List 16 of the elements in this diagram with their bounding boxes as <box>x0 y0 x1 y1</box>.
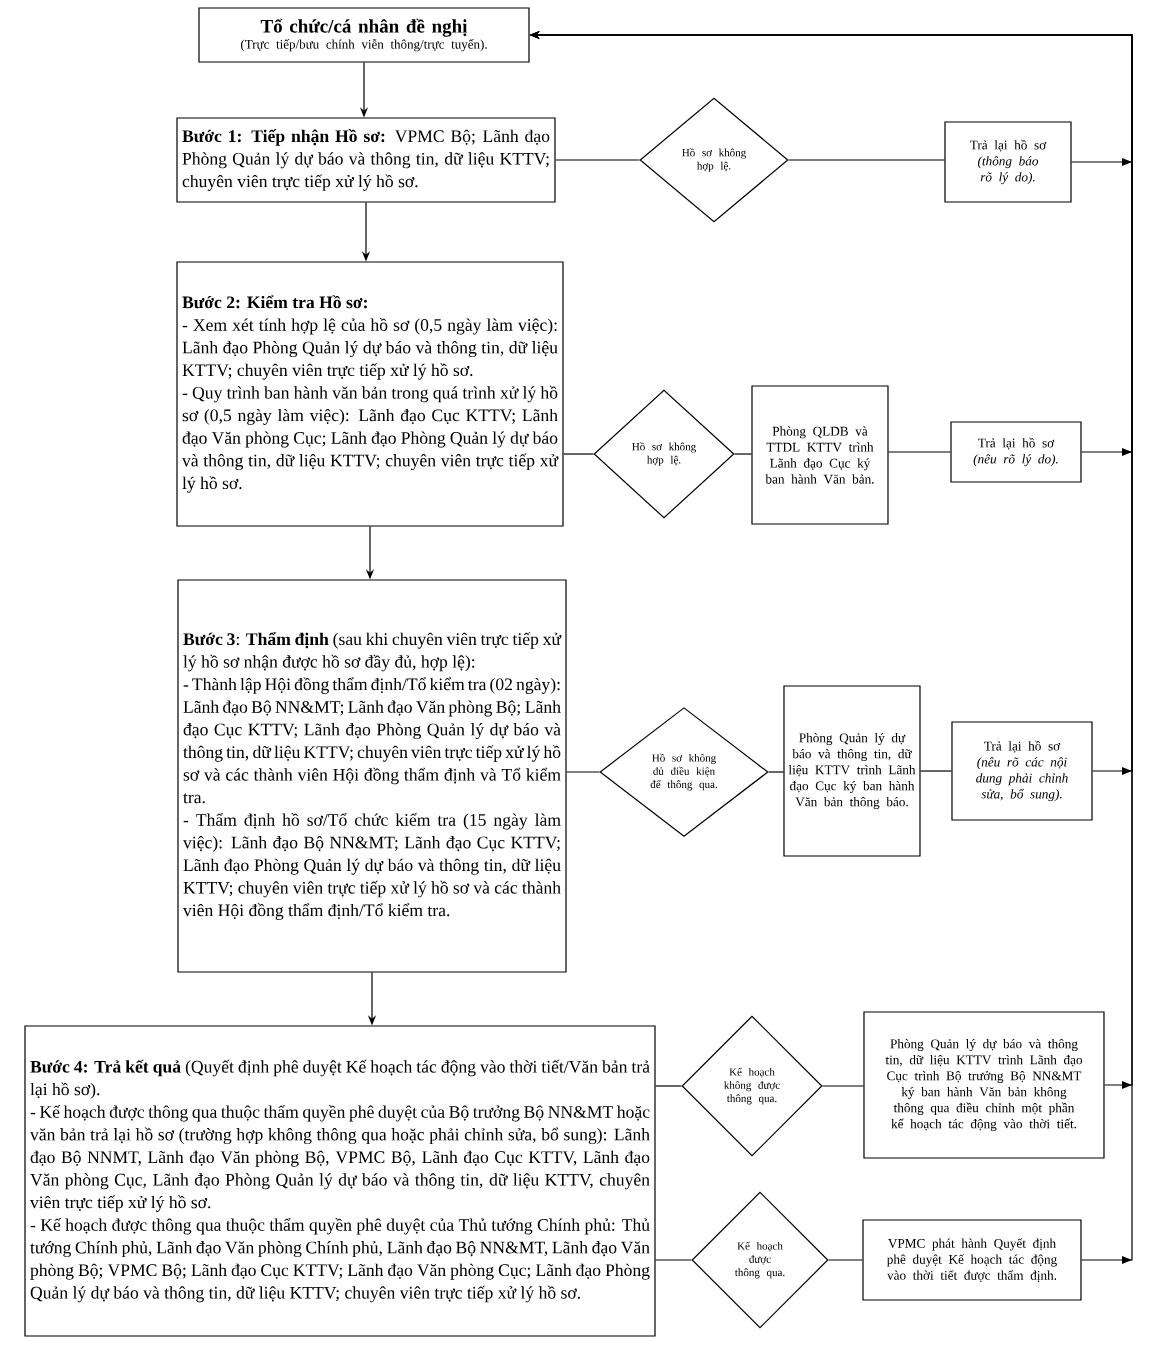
connector-line <box>920 770 952 772</box>
step-box: Bước 1: Tiếp nhận Hồ sơ: VPMC Bộ; Lãnh đạo Phòng Quản lý dự báo và thông tin, dữ liệu KTTV; chuyên viên trực tiếp xử lý hồ sơ. <box>176 117 556 203</box>
connector-line <box>828 1259 863 1261</box>
connector-line <box>888 451 951 453</box>
connector-line <box>822 1085 864 1087</box>
connector-line <box>563 453 594 455</box>
connector-line <box>566 771 600 773</box>
step-box: Bước 3: Thẩm định (sau khi chuyên viên trực tiếp xử lý hồ sơ nhận được hồ sơ đầy đủ, hợp lệ): - Thành lập Hội đồng thẩm định/Tổ kiểm tra (02 ngày): Lãnh đạo Bộ NN&MT; Lãnh đạo Văn phòng Bộ; Lãnh đạo Cục KTTV; Lãnh đạo Phòng Quản lý dự báo và thông tin, dữ liệu KTTV; chuyên viên trực tiếp xử lý hồ sơ và các thành viên Hội đồng thẩm định và Tổ kiểm tra. - Thẩm định hồ sơ/Tổ chức kiểm tra (15 ngày làm việc): Lãnh đạo Bộ NN&MT; Lãnh đạo Cục KTTV; Lãnh đạo Phòng Quản lý dự báo và thông tin, dữ liệu KTTV; chuyên viên trực tiếp xử lý hồ sơ và các thành viên Hội đồng thẩm định/Tổ kiểm tra. <box>177 579 567 973</box>
connector-line <box>734 453 752 455</box>
connector-line <box>788 159 945 161</box>
step-box: Bước 2: Kiểm tra Hồ sơ: - Xem xét tính hợp lệ của hồ sơ (0,5 ngày làm việc): Lãnh đạo Phòng Quản lý dự báo và thông tin, dữ liệu KTTV; chuyên viên trực tiếp xử lý hồ sơ. - Quy trình ban hành văn bản trong quá trình xử lý hồ sơ (0,5 ngày làm việc): Lãnh đạo Cục KTTV; Lãnh đạo Văn phòng Cục; Lãnh đạo Phòng Quản lý dự báo và thông tin, dữ liệu KTTV; chuyên viên trực tiếp xử lý hồ sơ. <box>176 261 564 527</box>
step-box: Bước 4: Trả kết quả (Quyết định phê duyệt Kế hoạch tác động vào thời tiết/Văn bản trả lại hồ sơ). - Kế hoạch được thông qua thuộc thẩm quyền phê duyệt của Bộ trưởng Bộ NN&MT hoặc văn bản trả lại hồ sơ (trường hợp không thông qua hoặc phải chỉnh sửa, bổ sung): Lãnh đạo Bộ NNMT, Lãnh đạo Văn phòng Bộ, VPMC Bộ, Lãnh đạo Cục KTTV, Lãnh đạo Văn phòng Cục, Lãnh đạo Phòng Quản lý dự báo và thông tin, dữ liệu KTTV, chuyên viên trực tiếp xử lý hồ sơ. - Kế hoạch được thông qua thuộc thẩm quyền phê duyệt của Thủ tướng Chính phủ: Thủ tướng Chính phủ, Lãnh đạo Văn phòng Chính phủ, Lãnh đạo Bộ NN&MT, Lãnh đạo Văn phòng Bộ; VPMC Bộ; Lãnh đạo Cục KTTV; Lãnh đạo Văn phòng Cục; Lãnh đạo Phòng Quản lý dự báo và thông tin, dữ liệu KTTV; chuyên viên trực tiếp xử lý hồ sơ. <box>24 1025 656 1337</box>
connector-line <box>768 771 784 773</box>
connector-line <box>555 159 640 161</box>
connector-line <box>655 1259 692 1261</box>
connector-line <box>655 1085 682 1087</box>
